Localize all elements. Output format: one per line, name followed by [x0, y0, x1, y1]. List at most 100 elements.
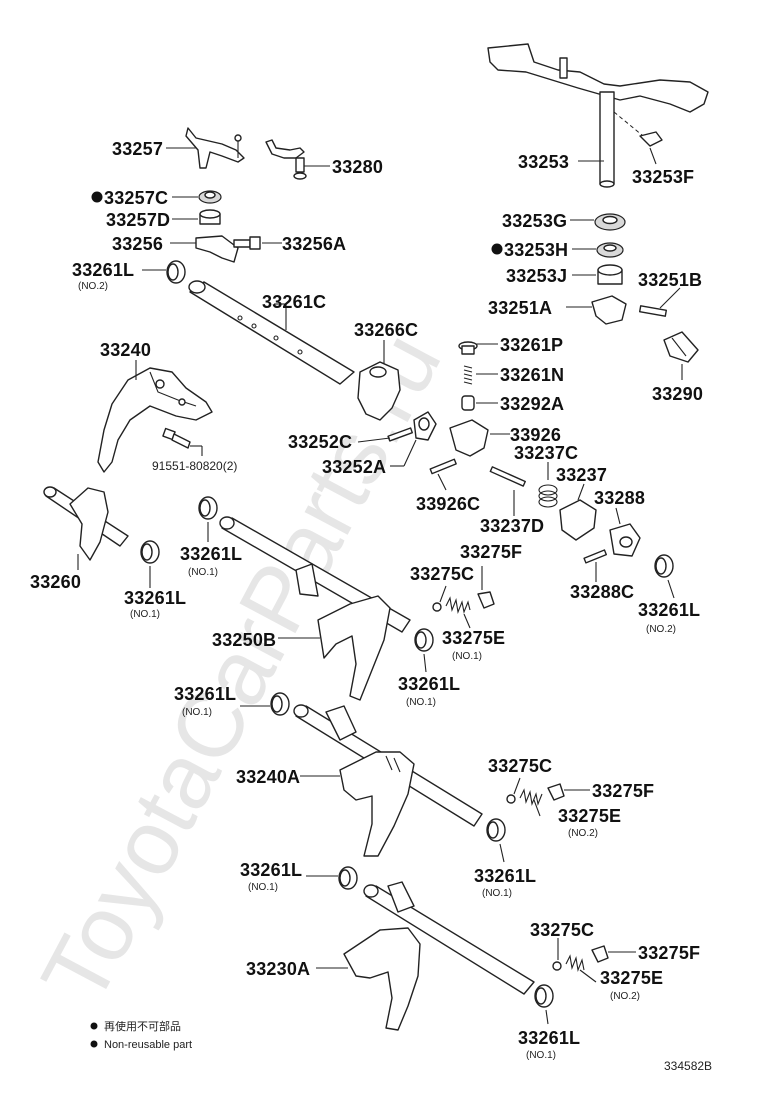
- label-33280: 33280: [332, 157, 383, 177]
- label-33261L: 33261L: [398, 674, 460, 694]
- label-33275F: 33275F: [460, 542, 522, 562]
- label-33253J: 33253J: [506, 266, 567, 286]
- label-33253H: 33253H: [504, 240, 568, 260]
- leader-lines: [77, 147, 683, 1025]
- label-33290: 33290: [652, 384, 703, 404]
- label-sub: (NO.2): [568, 828, 598, 839]
- non-reusable-dot-icon: [90, 1040, 98, 1048]
- label-33251B: 33251B: [638, 270, 702, 290]
- label-33261L: 33261L: [174, 684, 236, 704]
- part-33253F-clip: [639, 131, 663, 147]
- non-reusable-dot-icon: [491, 243, 503, 255]
- label-33266C: 33266C: [354, 320, 418, 340]
- diagram-code: 334582B: [664, 1059, 712, 1073]
- label-91551: 91551-80820(2): [152, 459, 237, 473]
- label-33253F: 33253F: [632, 167, 694, 187]
- label-33230A: 33230A: [246, 959, 310, 979]
- label-sub: (NO.2): [610, 991, 640, 1002]
- label-33288C: 33288C: [570, 582, 634, 602]
- part-33261P-plug: [458, 341, 478, 355]
- label-33275C: 33275C: [530, 920, 594, 940]
- legend-jp-text: 再使用不可部品: [104, 1019, 181, 1033]
- part-33237-block: [559, 499, 597, 541]
- label-33261L: 33261L: [474, 866, 536, 886]
- label-33261L: 33261L: [72, 260, 134, 280]
- label-33926: 33926: [510, 425, 561, 445]
- part-33261C-shaft: [188, 280, 355, 385]
- part-33261N-spring: [463, 365, 473, 385]
- label-33292A: 33292A: [500, 394, 564, 414]
- part-33251B-pin: [638, 305, 668, 317]
- label-33257D: 33257D: [106, 210, 170, 230]
- label-33261N: 33261N: [500, 365, 564, 385]
- label-33275E: 33275E: [442, 628, 505, 648]
- label-33275E: 33275E: [600, 968, 663, 988]
- part-33230A-fork: [343, 881, 535, 1031]
- part-33275-b-set: [506, 783, 565, 807]
- label-33240: 33240: [100, 340, 151, 360]
- label-33275C: 33275C: [410, 564, 474, 584]
- label-sub: (NO.1): [452, 651, 482, 662]
- legend: 再使用不可部品 Non-reusable part: [90, 1019, 192, 1051]
- part-33256-lever: [195, 235, 239, 263]
- part-33275-c-set: [552, 945, 609, 973]
- label-33275F: 33275F: [638, 943, 700, 963]
- label-33252C: 33252C: [288, 432, 352, 452]
- label-33261C: 33261C: [262, 292, 326, 312]
- part-33926-block: [449, 419, 489, 457]
- label-33256A: 33256A: [282, 234, 346, 254]
- label-sub: (NO.1): [406, 697, 436, 708]
- label-33240A: 33240A: [236, 767, 300, 787]
- label-sub: (NO.1): [182, 707, 212, 718]
- label-33261L: 33261L: [180, 544, 242, 564]
- part-33240-lever: [97, 367, 213, 473]
- label-sub: (NO.1): [482, 888, 512, 899]
- label-33253G: 33253G: [502, 211, 567, 231]
- label-33275E: 33275E: [558, 806, 621, 826]
- part-33240A-fork: [293, 704, 483, 857]
- label-33251A: 33251A: [488, 298, 552, 318]
- non-reusable-dot-icon: [90, 1022, 98, 1030]
- part-33260-shaft: [43, 486, 129, 561]
- label-33260: 33260: [30, 572, 81, 592]
- part-91551-bolt: [162, 427, 191, 449]
- legend-en-text: Non-reusable part: [104, 1039, 192, 1051]
- part-33280-lever: [265, 139, 307, 180]
- label-33261L: 33261L: [518, 1028, 580, 1048]
- part-33251A-lever: [591, 295, 627, 325]
- part-33257-lever: [185, 127, 245, 169]
- label-33261L: 33261L: [240, 860, 302, 880]
- label-33257: 33257: [112, 139, 163, 159]
- label-33275F: 33275F: [592, 781, 654, 801]
- label-sub: (NO.2): [646, 624, 676, 635]
- label-sub: (NO.1): [130, 609, 160, 620]
- part-33292A-ball: [461, 395, 475, 411]
- label-33237C: 33237C: [514, 443, 578, 463]
- part-33237C-spring: [538, 484, 558, 508]
- label-33261L: 33261L: [638, 600, 700, 620]
- label-33237: 33237: [556, 465, 607, 485]
- label-sub: (NO.2): [78, 281, 108, 292]
- label-33252A: 33252A: [322, 457, 386, 477]
- label-33926C: 33926C: [416, 494, 480, 514]
- label-33237D: 33237D: [480, 516, 544, 536]
- part-33288C-pin: [583, 549, 608, 564]
- label-sub: (NO.1): [188, 567, 218, 578]
- part-33275-a-set: [432, 591, 495, 615]
- part-33237D-pin: [489, 466, 526, 487]
- part-33266C-block: [357, 361, 401, 421]
- label-sub: (NO.1): [526, 1050, 556, 1061]
- label-33250B: 33250B: [212, 630, 276, 650]
- part-33290-plug: [663, 331, 699, 363]
- label-33288: 33288: [594, 488, 645, 508]
- label-33253: 33253: [518, 152, 569, 172]
- label-33261L: 33261L: [124, 588, 186, 608]
- part-33926C-pin: [429, 458, 457, 475]
- part-33256A-bolt: [233, 236, 261, 250]
- label-sub: (NO.1): [248, 882, 278, 893]
- label-33275C: 33275C: [488, 756, 552, 776]
- label-33256: 33256: [112, 234, 163, 254]
- label-33261P: 33261P: [500, 335, 563, 355]
